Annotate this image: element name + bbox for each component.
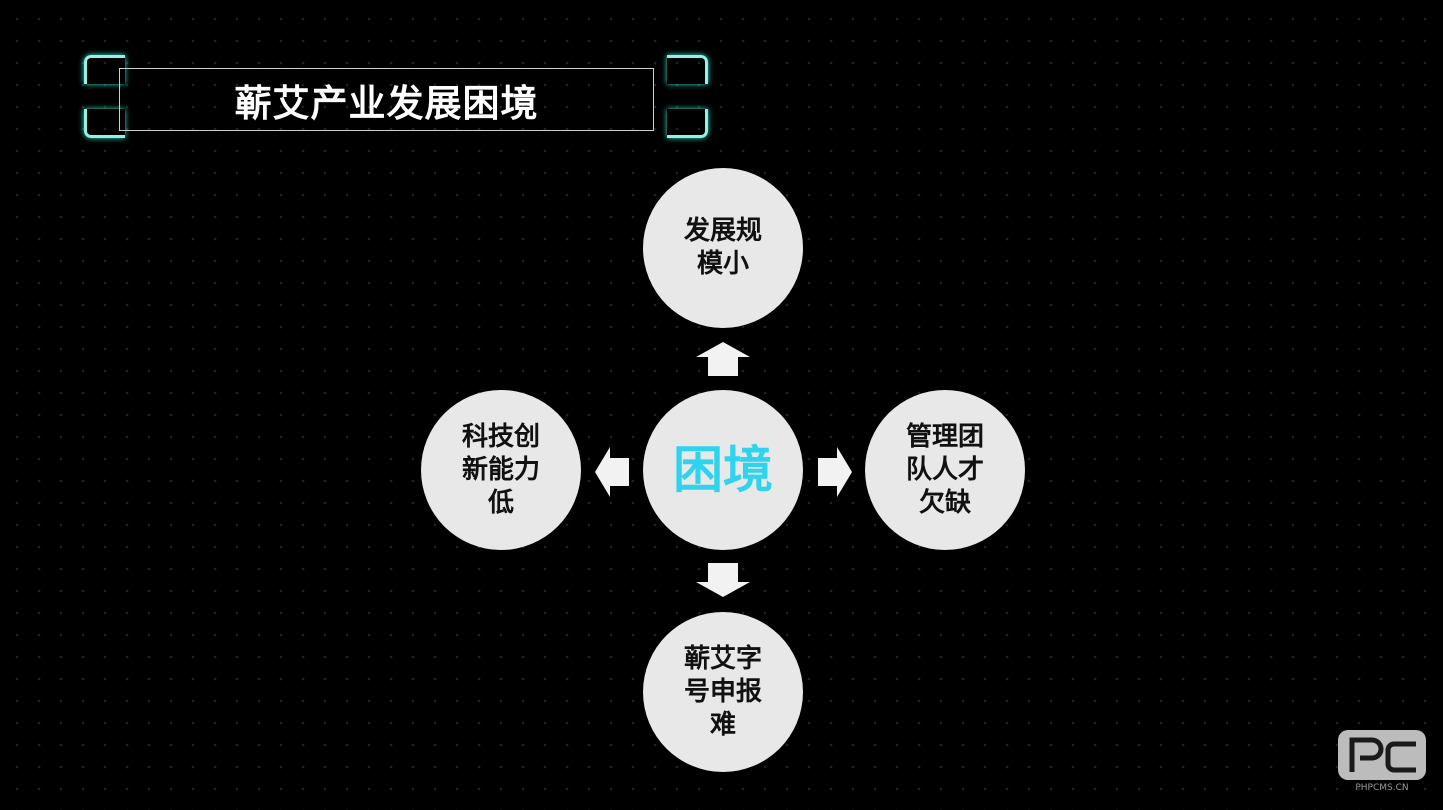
- arrow-up-icon: [696, 342, 750, 376]
- center-node-label: 困境: [673, 441, 773, 499]
- frame-corner-bottom-right: [667, 109, 708, 138]
- node-right: 管理团队人才欠缺: [865, 390, 1025, 550]
- node-bottom: 蕲艾字号申报难: [643, 612, 803, 772]
- arrow-right-icon: [818, 447, 852, 497]
- title-frame: 蕲艾产业发展困境: [84, 55, 708, 138]
- node-left: 科技创新能力低: [421, 390, 581, 550]
- frame-corner-top-right: [667, 55, 708, 84]
- frame-corner-bottom-left: [84, 109, 125, 138]
- arrow-down-icon: [696, 563, 750, 597]
- node-top: 发展规模小: [643, 168, 803, 328]
- watermark-logo: PHPCMS.CN: [1338, 730, 1426, 792]
- node-left-label: 科技创新能力低: [461, 421, 540, 518]
- watermark-text: PHPCMS.CN: [1355, 783, 1408, 792]
- arrow-left-icon: [595, 447, 629, 497]
- frame-corner-top-left: [84, 55, 125, 84]
- node-right-label: 管理团队人才欠缺: [905, 421, 984, 518]
- center-node: 困境: [643, 390, 803, 550]
- node-bottom-label: 蕲艾字号申报难: [683, 643, 762, 740]
- node-top-label: 发展规模小: [683, 216, 762, 279]
- title-box: 蕲艾产业发展困境: [119, 68, 654, 131]
- page-title: 蕲艾产业发展困境: [234, 81, 539, 125]
